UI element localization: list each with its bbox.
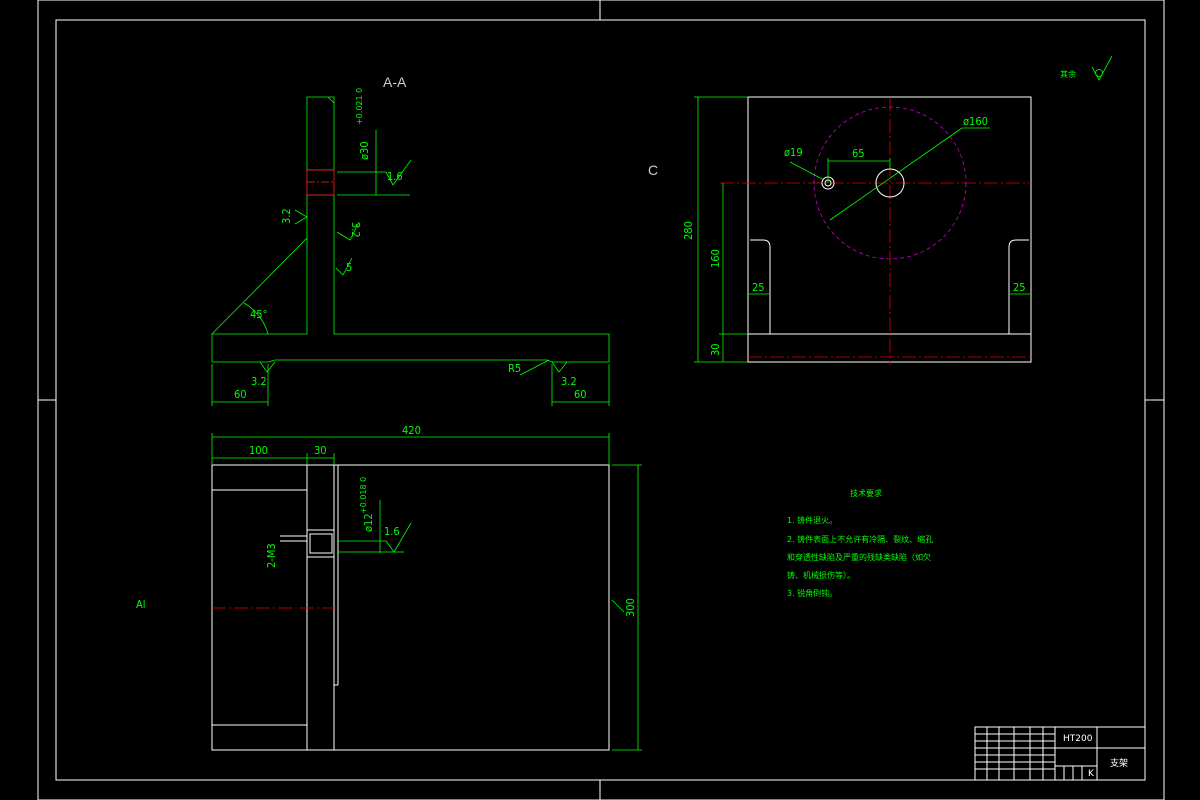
dim-base-left-32: 3.2 bbox=[251, 375, 267, 388]
dim-100: 100 bbox=[249, 444, 268, 457]
upper-wall-hatch bbox=[306, 96, 335, 171]
note-line-3: 和穿透性缺陷及严重的残缺类缺陷（如欠 bbox=[787, 552, 931, 562]
outer-frame bbox=[37, 0, 1165, 800]
rib-edge bbox=[211, 237, 308, 335]
note-line-5: 3. 锐角倒钝。 bbox=[787, 588, 837, 598]
section-a-a-view bbox=[211, 96, 610, 406]
dim-d19: ø19 bbox=[784, 146, 803, 159]
dim-total-420: 420 bbox=[402, 424, 421, 437]
dim-65: 65 bbox=[852, 147, 865, 160]
inner-frame bbox=[55, 19, 1146, 781]
dim-base-right-32: 3.2 bbox=[561, 375, 577, 388]
bore-section bbox=[306, 169, 335, 196]
dim-width-25-right: 25 bbox=[1013, 281, 1026, 294]
dim-rib-5: 5 bbox=[346, 261, 352, 274]
dim-bore-30: ø30 bbox=[358, 141, 371, 160]
note-line-4: 铸、机械损伤等）。 bbox=[787, 570, 855, 580]
view-c bbox=[694, 96, 1032, 365]
title-cell: 支架 bbox=[1110, 757, 1128, 769]
body-hatch bbox=[211, 194, 610, 363]
notes-heading: 技术要求 bbox=[850, 488, 882, 498]
dim-angle-45: 45° bbox=[250, 308, 268, 321]
dim-30: 30 bbox=[314, 444, 327, 457]
material-cell: HT200 bbox=[1063, 734, 1093, 744]
dim-bore-12: ø12 bbox=[362, 513, 375, 532]
dim-rough-16-b: 1.6 bbox=[384, 525, 400, 538]
dim-d160: ø160 bbox=[963, 115, 988, 128]
dim-width-25-left: 25 bbox=[752, 281, 765, 294]
dim-height-300: 300 bbox=[624, 598, 637, 617]
dim-bore-12-tol: +0.018 0 bbox=[359, 477, 368, 514]
front-view bbox=[211, 433, 642, 751]
title-block bbox=[974, 726, 1146, 781]
roughness-note: 其余 bbox=[1060, 69, 1076, 79]
dim-bore-30-tol: +0.021 0 bbox=[355, 88, 364, 125]
bolt-circle bbox=[813, 106, 967, 260]
dim-base-left-60: 60 bbox=[234, 388, 247, 401]
note-line-2: 2. 铸件表面上不允许有冷隔、裂纹、缩孔 bbox=[787, 534, 933, 544]
centering-marks bbox=[38, 0, 1164, 800]
dim-rough-16-a: 1.6 bbox=[387, 170, 403, 183]
side-mark: Al bbox=[136, 598, 146, 611]
dim-rough-32-left: 3.2 bbox=[280, 208, 293, 224]
view-label-c: C bbox=[648, 162, 658, 178]
note-line-1: 1. 铸件退火。 bbox=[787, 515, 837, 525]
dim-height-160: 160 bbox=[709, 249, 722, 268]
dim-r5: R5 bbox=[508, 362, 521, 375]
dim-base-right-60: 60 bbox=[574, 388, 587, 401]
section-label: A-A bbox=[383, 74, 407, 90]
dim-height-30: 30 bbox=[709, 343, 722, 356]
dim-rough-32-right: 3.2 bbox=[349, 222, 362, 238]
dim-height-280: 280 bbox=[682, 221, 695, 240]
dim-m3: 2-M3 bbox=[265, 543, 278, 568]
scale-mark: K bbox=[1088, 769, 1095, 779]
roughness-symbol bbox=[1091, 55, 1113, 81]
